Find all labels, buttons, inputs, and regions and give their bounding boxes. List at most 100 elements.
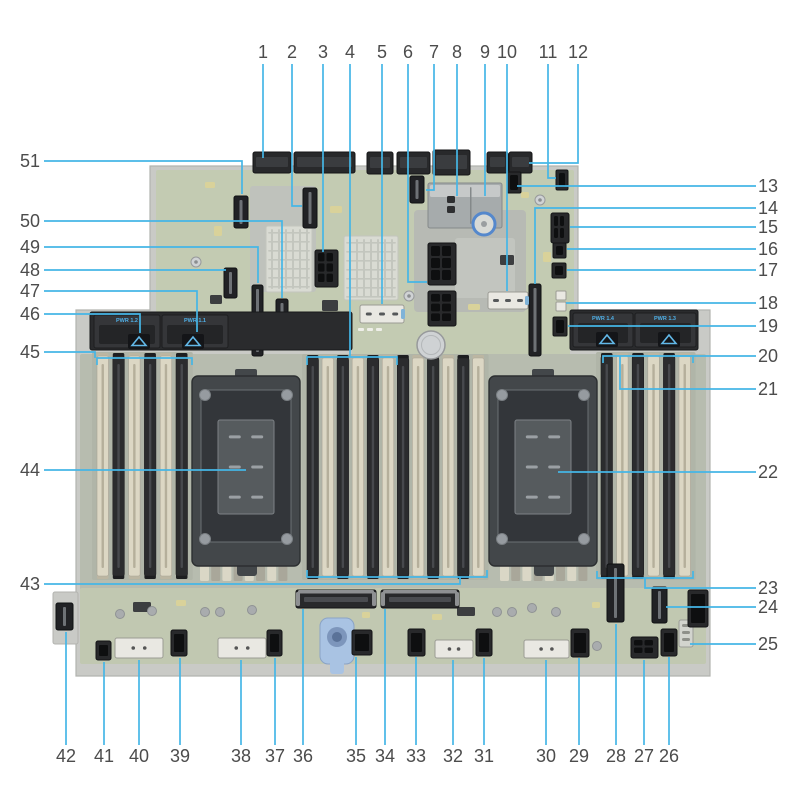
dimm-slot-groove xyxy=(311,366,314,568)
capacitor xyxy=(551,607,561,617)
cpu-power-connector-6b-pin xyxy=(442,294,451,302)
cpu-socket-2-lid-mark xyxy=(548,495,561,499)
callout-label-24: 24 xyxy=(758,597,778,617)
callout-label-15: 15 xyxy=(758,217,778,237)
callout-label-16: 16 xyxy=(758,239,778,259)
smd-component xyxy=(468,304,480,310)
fan-connector-35-hole xyxy=(355,634,369,651)
cable-connector-30-dot xyxy=(550,647,554,651)
heatsink-2-fin xyxy=(377,239,379,297)
callout-label-7: 7 xyxy=(429,42,439,62)
heatsink-2-fin xyxy=(346,269,396,271)
heatsink-2-fin xyxy=(391,239,393,297)
slimline-connector-36-end xyxy=(372,592,376,606)
dimm-slot-groove xyxy=(621,364,624,568)
ic-chip xyxy=(322,300,338,311)
dimm-slot-groove xyxy=(326,366,329,568)
callout-label-34: 34 xyxy=(375,746,395,766)
callout-label-27: 27 xyxy=(634,746,654,766)
callout-label-8: 8 xyxy=(452,42,462,62)
riser-connector-5-key xyxy=(436,155,467,169)
callout-line-47 xyxy=(44,290,198,332)
callout-label-33: 33 xyxy=(406,746,426,766)
callout-line-11 xyxy=(547,64,556,179)
cpu-socket-2-lid-mark xyxy=(525,465,538,469)
standoff-screw-center xyxy=(194,260,198,264)
signal-connector-10-tab xyxy=(525,296,529,305)
cpu-socket-2-lid-mark xyxy=(548,435,561,439)
callout-line-4 xyxy=(306,64,398,365)
vr-component xyxy=(578,566,588,581)
signal-connector-10-dash xyxy=(493,299,499,302)
callout-label-14: 14 xyxy=(758,198,778,218)
pcb-marking xyxy=(376,328,382,331)
callout-line-12 xyxy=(529,64,579,164)
smd-component xyxy=(214,226,222,236)
cpu-socket-2-lid-mark xyxy=(525,435,538,439)
cpu-socket-2-lid-mark xyxy=(548,465,561,469)
connector-16-hole xyxy=(556,246,563,255)
cpu-power-connector-6a-pin xyxy=(431,258,440,268)
callout-label-38: 38 xyxy=(231,746,251,766)
callout-label-4: 4 xyxy=(345,42,355,62)
capacitor xyxy=(527,603,537,613)
connector-2-slot xyxy=(308,192,312,224)
connector-51-slot xyxy=(239,200,243,224)
power-connector-3-pin xyxy=(326,273,333,282)
heatsink-2-fin xyxy=(346,251,396,253)
capacitor xyxy=(215,607,225,617)
vr-component xyxy=(522,566,532,581)
riser-connector-6-key xyxy=(490,157,505,167)
vr-component xyxy=(278,566,288,581)
power-connector-3-pin xyxy=(318,263,325,272)
riser-connector-1-key xyxy=(256,157,288,167)
cpu-power-connector-6b-pin xyxy=(442,313,451,321)
callout-label-3: 3 xyxy=(318,42,328,62)
heatsink-2-fin xyxy=(384,239,386,297)
callout-label-23: 23 xyxy=(758,578,778,598)
smd-component xyxy=(543,252,551,262)
callout-line-43 xyxy=(44,570,488,585)
power-connector-bank-right-label: PWR 1.3 xyxy=(654,316,676,322)
callout-label-22: 22 xyxy=(758,462,778,482)
cpu-socket-2-lid-mark xyxy=(525,495,538,499)
power-connector-3-pin xyxy=(326,263,333,272)
callout-label-49: 49 xyxy=(20,237,40,257)
callout-label-31: 31 xyxy=(474,746,494,766)
callout-label-20: 20 xyxy=(758,346,778,366)
capacitor xyxy=(200,607,210,617)
smd-component xyxy=(205,182,215,188)
alignment-ring-center xyxy=(481,221,487,227)
riser-connector-7-key xyxy=(512,157,529,167)
slimline-connector-34-end xyxy=(381,592,385,606)
dimm-slot-groove xyxy=(477,366,480,568)
heatsink-2-fin xyxy=(346,287,396,289)
callout-line-46 xyxy=(44,313,141,333)
callout-label-40: 40 xyxy=(129,746,149,766)
callout-label-13: 13 xyxy=(758,176,778,196)
riser-connector-4-key xyxy=(400,157,427,168)
cpu-socket-1-lid xyxy=(217,419,275,515)
cpu-socket-2-screw xyxy=(578,389,590,401)
callout-label-39: 39 xyxy=(170,746,190,766)
capacitor xyxy=(507,607,517,617)
dimm-slot-groove xyxy=(605,364,608,568)
cpu-socket-1-screw xyxy=(281,533,293,545)
callout-label-18: 18 xyxy=(758,293,778,313)
dimm-slot-groove xyxy=(652,364,655,568)
callout-label-29: 29 xyxy=(569,746,589,766)
callout-label-44: 44 xyxy=(20,460,40,480)
callout-label-50: 50 xyxy=(20,211,40,231)
fan-connector-37-hole xyxy=(270,634,279,652)
fan-connector-41-hole xyxy=(99,645,108,656)
capacitor xyxy=(592,641,602,651)
blue-release-plunger-pin xyxy=(332,632,342,642)
standoff-screw-center xyxy=(407,294,411,298)
header-connector-27-pin xyxy=(634,647,643,653)
fan-connector-33-hole xyxy=(411,633,422,652)
heatsink-fin xyxy=(268,250,310,252)
callout-label-17: 17 xyxy=(758,260,778,280)
cable-connector-38 xyxy=(217,637,267,659)
fan-connector-26-hole xyxy=(664,633,674,652)
